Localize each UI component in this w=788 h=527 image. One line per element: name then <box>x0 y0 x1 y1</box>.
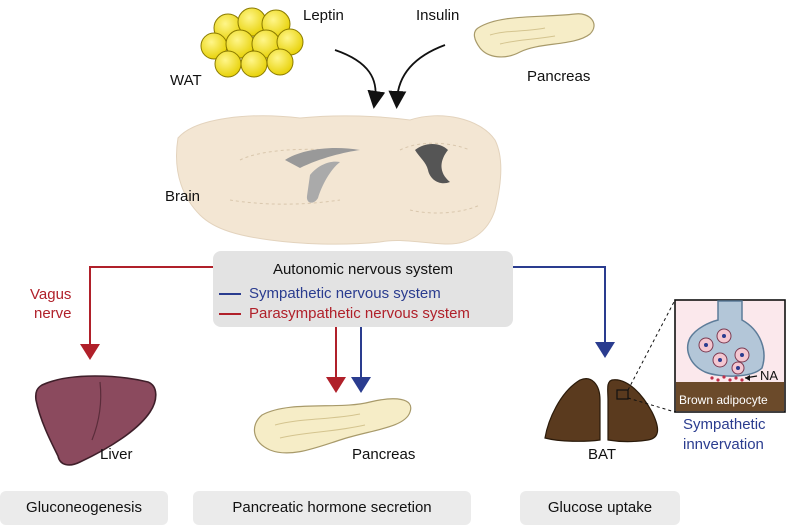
legend-sympathetic-label: Sympathetic nervous system <box>249 285 441 302</box>
wat-label: WAT <box>170 72 202 89</box>
outcome-pancreatic-hormone-secretion: Pancreatic hormone secretion <box>193 491 471 525</box>
vagus-label-line1: Vagus <box>30 286 72 303</box>
pancreas-top-icon <box>473 13 595 58</box>
liver-icon <box>34 375 157 466</box>
sympathetic-pancreas-arrowhead <box>351 377 371 393</box>
vagus-path <box>89 266 213 348</box>
insulin-arrow <box>388 44 446 109</box>
parasympathetic-swatch <box>219 312 241 315</box>
sympathetic-swatch <box>219 292 241 295</box>
inset-caption-line2: innvervation <box>683 436 764 453</box>
sympathetic-bat-arrowhead <box>595 342 615 358</box>
zoom-line-bottom <box>627 397 676 413</box>
outcome-glucose-uptake: Glucose uptake <box>520 491 680 525</box>
brown-adipocyte-label: Brown adipocyte <box>679 393 768 407</box>
na-label: NA <box>760 368 779 383</box>
legend-parasympathetic: Parasympathetic nervous system <box>219 305 470 322</box>
pancreas-bottom-label: Pancreas <box>352 446 416 463</box>
brain-icon <box>176 115 502 245</box>
autonomic-nervous-system-box: Autonomic nervous system Sympathetic ner… <box>213 251 513 327</box>
insulin-label: Insulin <box>416 7 460 24</box>
synapse-inset-icon <box>674 299 786 413</box>
outcome-gluconeogenesis: Gluconeogenesis <box>0 491 168 525</box>
parasympathetic-pancreas-arrowhead <box>326 377 346 393</box>
bat-icon <box>544 378 659 443</box>
wat-fat-cluster-icon <box>200 7 304 78</box>
zoom-line-top <box>627 299 676 391</box>
bat-label: BAT <box>588 446 617 463</box>
legend-parasympathetic-label: Parasympathetic nervous system <box>249 305 470 322</box>
pancreas-top-label: Pancreas <box>527 68 591 85</box>
pancreas-bottom-icon <box>253 398 412 454</box>
brain-label: Brain <box>165 188 201 205</box>
inset-caption-line1: Sympathetic <box>683 416 766 433</box>
ans-title: Autonomic nervous system <box>272 261 454 278</box>
liver-label: Liver <box>100 446 133 463</box>
vagus-label-line2: nerve <box>34 305 72 322</box>
sympathetic-bat-path <box>513 266 606 345</box>
legend-sympathetic: Sympathetic nervous system <box>219 285 441 302</box>
leptin-arrow <box>334 49 386 109</box>
vagus-arrowhead <box>80 344 100 360</box>
leptin-label: Leptin <box>303 7 344 24</box>
